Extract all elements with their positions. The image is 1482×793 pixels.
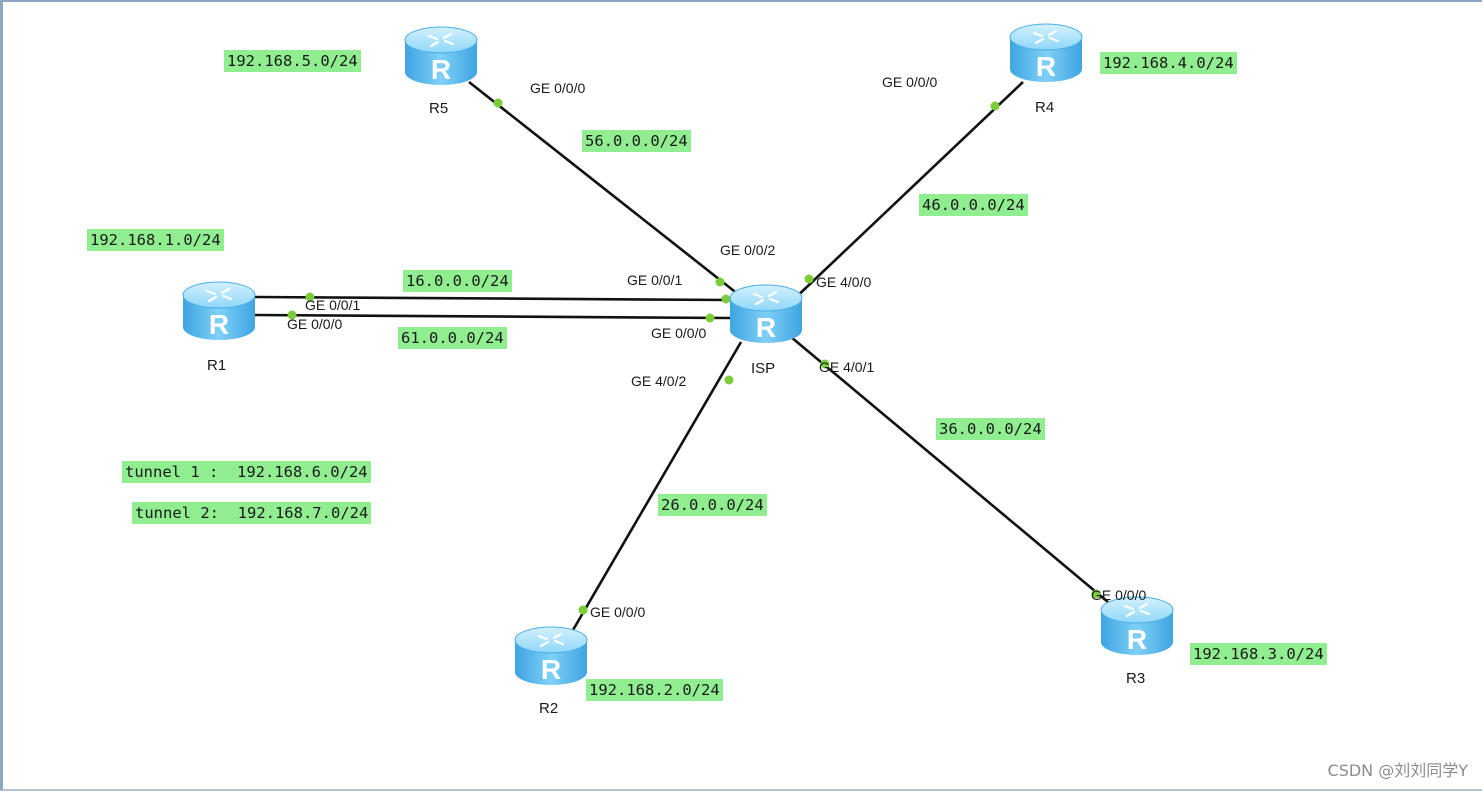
port-dot [705, 313, 715, 323]
network-label-link-r4: 46.0.0.0/24 [919, 194, 1028, 216]
port-dot [1091, 589, 1101, 599]
link-r1-isp-61 [254, 313, 731, 320]
network-label-r2-lan: 192.168.2.0/24 [586, 679, 723, 701]
router-name-r2: R2 [539, 700, 559, 717]
port-dot [820, 359, 830, 369]
router-icon[interactable]: R [1008, 22, 1084, 84]
link-r4-isp [790, 81, 1024, 303]
network-label-r4-lan: 192.168.4.0/24 [1100, 52, 1237, 74]
port-label-isp-ge401: GE 4/0/1 [819, 359, 875, 375]
topology-svg: R R R R R R [181, 22, 1175, 687]
link-r1-isp-16 [254, 295, 731, 302]
svg-text:R: R [1036, 51, 1056, 82]
tunnel-label-1: tunnel 1 : 192.168.6.0/24 [122, 461, 371, 483]
port-label-r4-ge000: GE 0/0/0 [882, 74, 938, 90]
port-dot [305, 292, 315, 302]
port-label-isp-ge001: GE 0/0/1 [627, 272, 683, 288]
network-label-link-r1-a: 16.0.0.0/24 [403, 270, 512, 292]
port-dot [578, 605, 588, 615]
router-icon[interactable]: R [403, 25, 479, 87]
router-name-r5: R5 [429, 100, 449, 117]
link-r5-isp [468, 80, 749, 304]
router-icon[interactable]: R [513, 625, 589, 687]
port-label-r3-ge000: GE 0/0/0 [1091, 587, 1147, 603]
network-label-link-r1-b: 61.0.0.0/24 [398, 327, 507, 349]
port-label-isp-ge000: GE 0/0/0 [651, 325, 707, 341]
network-label-link-r3: 36.0.0.0/24 [936, 418, 1045, 440]
port-dot [287, 310, 297, 320]
port-label-r1-ge001: GE 0/0/1 [305, 297, 361, 313]
port-dot [990, 101, 1000, 111]
port-dot [715, 277, 725, 287]
port-label-isp-ge402: GE 4/0/2 [631, 373, 687, 389]
port-dot [724, 375, 734, 385]
router-icon[interactable]: R [728, 283, 804, 345]
network-label-link-r5: 56.0.0.0/24 [582, 130, 691, 152]
port-dot [804, 274, 814, 284]
link-r3-isp [790, 336, 1109, 603]
svg-text:R: R [541, 654, 561, 685]
network-label-link-r2: 26.0.0.0/24 [658, 494, 767, 516]
network-label-r3-lan: 192.168.3.0/24 [1190, 643, 1327, 665]
router-name-r4: R4 [1035, 99, 1055, 116]
link-r2-isp [571, 341, 743, 631]
network-label-r1-lan: 192.168.1.0/24 [87, 229, 224, 251]
port-label-isp-ge002: GE 0/0/2 [720, 242, 776, 258]
router-name-isp: ISP [751, 360, 776, 377]
router-icon[interactable]: R [1099, 595, 1175, 657]
router-icon[interactable]: R [181, 280, 257, 342]
port-dot [493, 98, 503, 108]
tunnel-label-2: tunnel 2: 192.168.7.0/24 [132, 502, 372, 524]
watermark: CSDN @刘刘同学Y [1327, 761, 1468, 780]
port-dots [287, 98, 1101, 615]
port-label-r1-ge000: GE 0/0/0 [287, 316, 343, 332]
port-label-r2-ge000: GE 0/0/0 [590, 604, 646, 620]
svg-text:R: R [756, 312, 776, 343]
network-label-r5-lan: 192.168.5.0/24 [224, 50, 361, 72]
port-label-r5-ge000: GE 0/0/0 [530, 80, 586, 96]
links [254, 80, 1109, 631]
router-name-r1: R1 [207, 357, 227, 374]
svg-text:R: R [1127, 624, 1147, 655]
svg-text:R: R [431, 54, 451, 85]
port-label-isp-ge400: GE 4/0/0 [816, 274, 872, 290]
router-name-r3: R3 [1126, 670, 1146, 687]
port-dot [721, 294, 731, 304]
svg-text:R: R [209, 309, 229, 340]
